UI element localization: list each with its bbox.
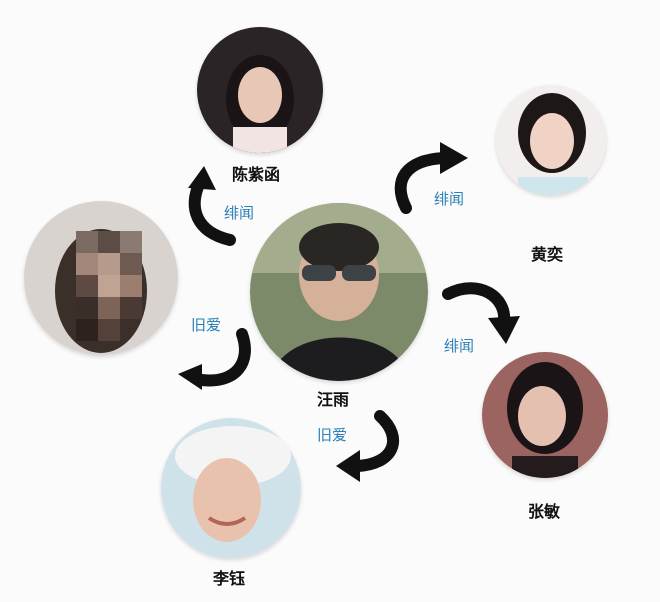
arrow-right-top <box>394 142 468 214</box>
arrow-left <box>178 328 251 390</box>
relation-label-right-top: 绯闻 <box>434 190 465 208</box>
name-right-bottom: 张敏 <box>528 502 561 521</box>
portrait-left <box>24 201 178 355</box>
relation-label-top: 绯闻 <box>224 204 255 222</box>
name-top: 陈紫函 <box>232 165 281 184</box>
arrow-right-bottom <box>442 282 520 344</box>
relation-label-bottom: 旧爱 <box>317 426 348 444</box>
portrait-center <box>250 203 428 381</box>
arrow-bottom <box>336 410 399 482</box>
name-right-top: 黄奕 <box>531 245 564 264</box>
arrow-top <box>188 166 236 246</box>
portrait-right-top <box>496 85 606 195</box>
portrait-top <box>197 27 323 153</box>
name-bottom: 李钰 <box>213 569 246 588</box>
portrait-right-bottom <box>482 352 608 478</box>
portrait-bottom <box>161 418 301 558</box>
name-center: 汪雨 <box>317 390 350 409</box>
relation-label-left: 旧爱 <box>191 316 222 334</box>
relation-label-right-bottom: 绯闻 <box>444 337 475 355</box>
